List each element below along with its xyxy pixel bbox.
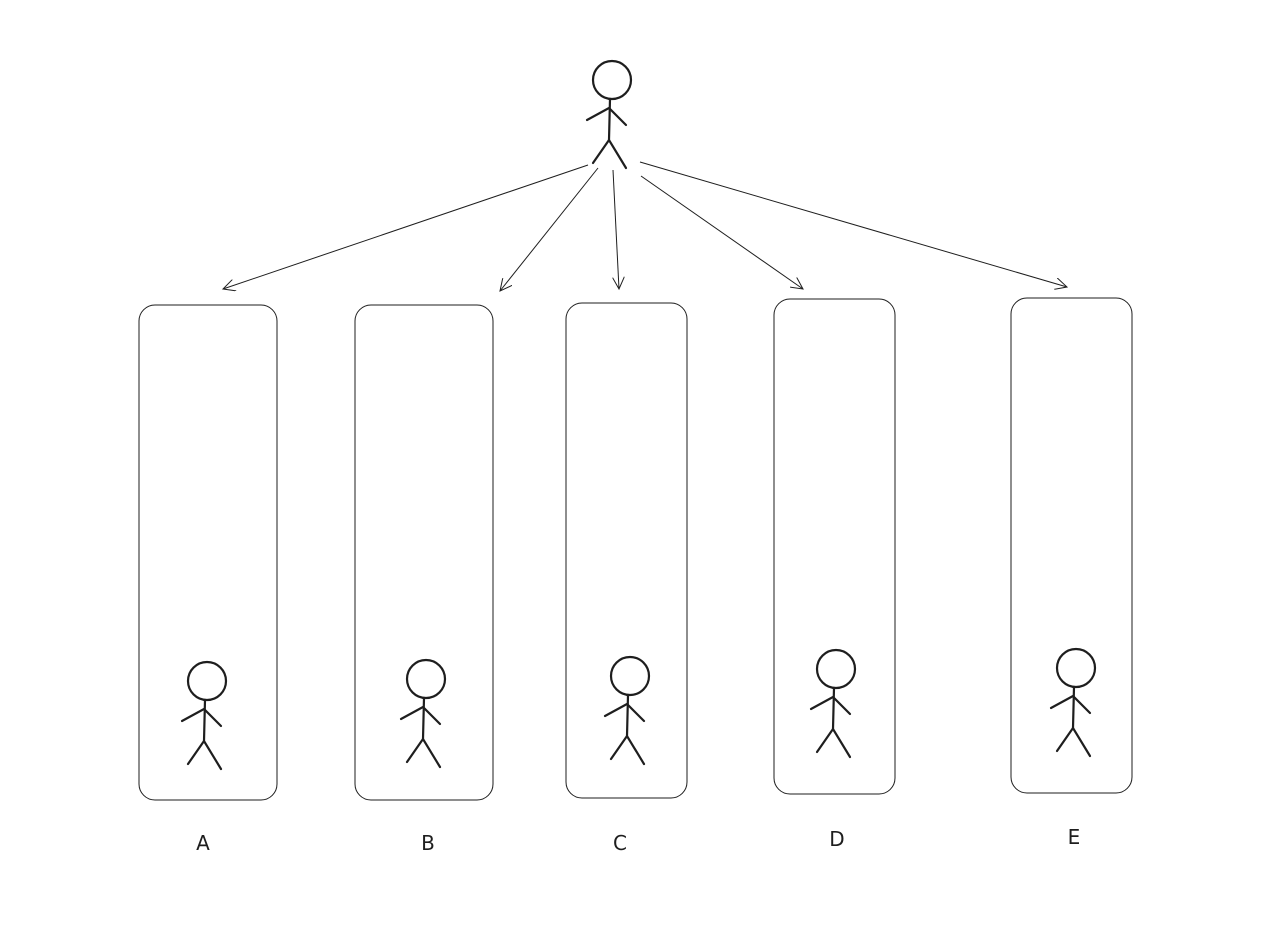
group-box-e [1010,297,1133,794]
person-arms [585,106,628,127]
group-person-d [809,648,857,759]
person-legs [591,137,628,170]
person-head [591,59,633,101]
group-box-c [565,302,688,799]
person-arms [1049,694,1092,715]
arrow-to-a [223,164,589,289]
person-body [202,698,207,743]
group-label-e: E [1068,825,1081,849]
person-legs [1055,725,1092,758]
person-body [1071,685,1076,730]
person-body [625,693,630,738]
person-legs [609,733,646,766]
person-head [815,648,857,690]
group-person-b [399,658,447,769]
group-label-c: C [613,831,627,855]
arrow-to-d [640,175,803,289]
person-body [607,97,612,142]
group-label-a: A [196,831,210,855]
person-head [609,655,651,697]
person-body [831,686,836,731]
person-legs [815,726,852,759]
group-label-d: D [829,827,844,851]
person-arms [603,702,646,723]
arrow-to-c [613,169,619,289]
person-head [186,660,228,702]
group-label-b: B [421,831,435,855]
person-legs [186,738,223,771]
arrow-to-b [500,167,599,291]
person-head [405,658,447,700]
person-legs [405,736,442,769]
arrow-to-e [639,161,1067,287]
group-box-b [354,304,494,801]
group-box-a [138,304,278,801]
person-arms [399,705,442,726]
group-person-e [1049,647,1097,758]
person-head [1055,647,1097,689]
group-person-a [180,660,228,771]
group-box-d [773,298,896,795]
source-person [585,59,633,170]
person-arms [180,707,223,728]
person-body [421,696,426,741]
group-person-c [603,655,651,766]
person-arms [809,695,852,716]
